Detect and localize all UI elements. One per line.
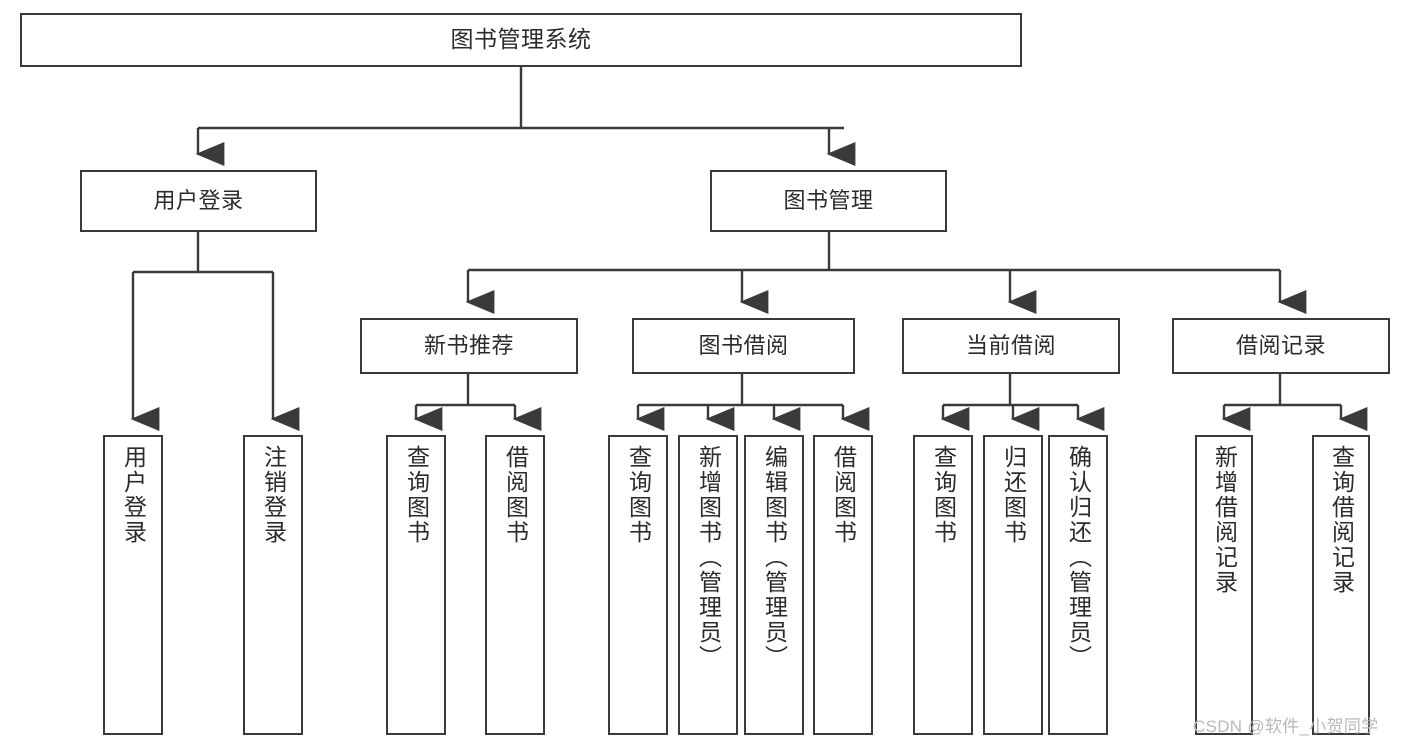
node-current-borrow[interactable]: 当前借阅 — [902, 318, 1120, 374]
node-borrow-record-label: 借阅记录 — [1235, 333, 1326, 359]
leaf-borrow-book-2[interactable]: 借阅图书 — [813, 435, 873, 735]
csdn-watermark: CSDN @软件_小贺同学 — [1193, 717, 1379, 736]
leaf-query-book-3[interactable]: 查询图书 — [913, 435, 973, 735]
leaf-query-record-label: 查询借阅记录 — [1328, 445, 1355, 595]
leaf-logout[interactable]: 注销登录 — [243, 435, 303, 735]
leaf-user-login[interactable]: 用户登录 — [103, 435, 163, 735]
leaf-query-book-2[interactable]: 查询图书 — [608, 435, 668, 735]
leaf-edit-book[interactable]: 编辑图书（管理员） — [744, 435, 804, 735]
leaf-query-book-1-label: 查询图书 — [403, 445, 430, 545]
node-new-book-recommend[interactable]: 新书推荐 — [360, 318, 578, 374]
node-user-login[interactable]: 用户登录 — [80, 170, 317, 232]
leaf-borrow-book-1[interactable]: 借阅图书 — [485, 435, 545, 735]
leaf-return-book[interactable]: 归还图书 — [983, 435, 1043, 735]
node-user-login-label: 用户登录 — [153, 188, 244, 214]
node-current-borrow-label: 当前借阅 — [965, 333, 1056, 359]
leaf-borrow-book-1-label: 借阅图书 — [502, 445, 529, 545]
leaf-confirm-return-label: 确认归还（管理员） — [1065, 445, 1092, 670]
leaf-add-record[interactable]: 新增借阅记录 — [1195, 435, 1253, 735]
leaf-logout-label: 注销登录 — [260, 445, 287, 545]
node-new-book-recommend-label: 新书推荐 — [423, 333, 514, 359]
leaf-borrow-book-2-label: 借阅图书 — [830, 445, 857, 545]
node-root[interactable]: 图书管理系统 — [20, 13, 1022, 67]
leaf-query-book-1[interactable]: 查询图书 — [386, 435, 446, 735]
node-root-label: 图书管理系统 — [450, 26, 592, 53]
leaf-confirm-return[interactable]: 确认归还（管理员） — [1048, 435, 1108, 735]
node-book-borrow-label: 图书借阅 — [698, 333, 789, 359]
leaf-add-book-label: 新增图书（管理员） — [695, 445, 722, 670]
leaf-add-book[interactable]: 新增图书（管理员） — [678, 435, 738, 735]
leaf-return-book-label: 归还图书 — [1000, 445, 1027, 545]
leaf-query-book-3-label: 查询图书 — [930, 445, 957, 545]
node-book-manage[interactable]: 图书管理 — [710, 170, 947, 232]
node-book-borrow[interactable]: 图书借阅 — [632, 318, 855, 374]
leaf-query-book-2-label: 查询图书 — [625, 445, 652, 545]
leaf-edit-book-label: 编辑图书（管理员） — [761, 445, 788, 670]
leaf-user-login-label: 用户登录 — [120, 445, 147, 545]
leaf-query-record[interactable]: 查询借阅记录 — [1312, 435, 1370, 735]
leaf-add-record-label: 新增借阅记录 — [1211, 445, 1238, 595]
node-book-manage-label: 图书管理 — [783, 188, 874, 214]
node-borrow-record[interactable]: 借阅记录 — [1172, 318, 1390, 374]
